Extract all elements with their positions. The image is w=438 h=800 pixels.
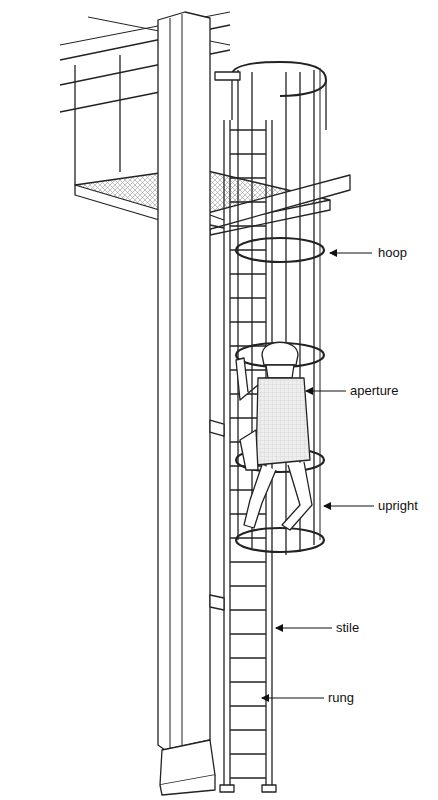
part-label: stile [336, 620, 359, 636]
rung-stroke [230, 129, 266, 130]
rung-stroke [230, 201, 266, 202]
rung-stroke [230, 609, 266, 610]
rung-stroke [230, 225, 266, 226]
rung-stroke [230, 297, 266, 298]
rung-stroke [230, 657, 266, 658]
rung-stroke [230, 753, 266, 754]
part-label: upright [378, 498, 418, 514]
rung-stroke [230, 705, 266, 706]
rung-stroke [230, 321, 266, 322]
rung-stroke [230, 681, 266, 682]
rung-stroke [230, 273, 266, 274]
rung-stroke [230, 153, 266, 154]
rung-stroke [230, 585, 266, 586]
part-label: hoop [378, 245, 407, 261]
part-label: rung [328, 690, 354, 706]
rung-stroke [230, 633, 266, 634]
rung-stroke [230, 561, 266, 562]
part-label: aperture [350, 383, 398, 399]
rung-stroke [230, 729, 266, 730]
rung-stroke [230, 777, 266, 778]
rung-stroke [230, 177, 266, 178]
rung-stroke [230, 369, 266, 370]
